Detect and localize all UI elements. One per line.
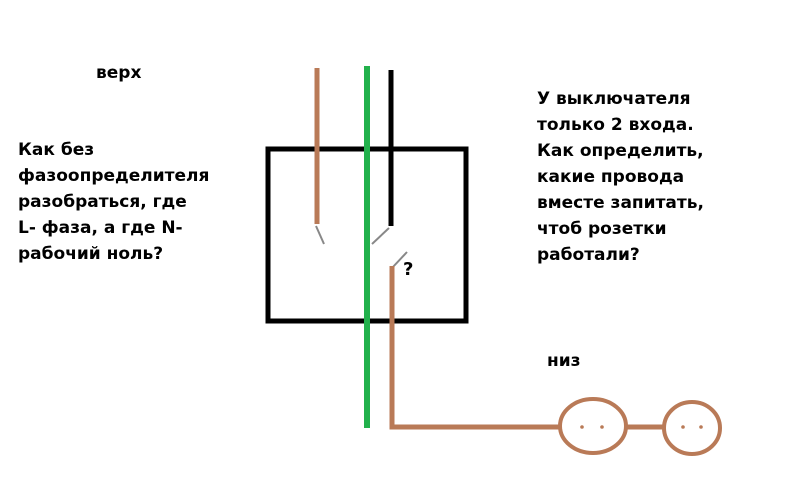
socket-1-hole-left (580, 425, 584, 429)
lower-contact (391, 251, 408, 269)
right-question-line: чтоб розетки (537, 219, 667, 239)
socket-2 (662, 400, 722, 456)
socket-1-hole-right (600, 425, 604, 429)
right-question-line: только 2 входа. (537, 115, 694, 135)
right-question-line: У выключателя (537, 89, 691, 109)
socket-2-hole-left (681, 425, 685, 429)
socket-2-hole-right (699, 425, 703, 429)
left-question-line: рабочий ноль? (18, 244, 164, 264)
right-question-line: вместе запитать, (537, 193, 704, 213)
left-question-line: L- фаза, а где N- (18, 218, 183, 238)
socket-1 (558, 397, 628, 455)
black-wire-contact (371, 227, 390, 245)
right-question-line: Как определить, (537, 141, 704, 161)
left-question-line: Как без (18, 140, 95, 160)
right-question-line: работали? (537, 245, 640, 265)
right-question-line: какие провода (537, 167, 685, 187)
left-question-line: разобраться, где (18, 192, 187, 212)
question-mark: ? (403, 259, 414, 280)
bottom-label: низ (547, 351, 581, 371)
left-question: Как без фазоопределителя разобраться, гд… (18, 137, 209, 267)
brown-wire-contact (315, 225, 325, 245)
top-label: верх (96, 63, 142, 83)
right-question: У выключателя только 2 входа. Как опреде… (537, 86, 704, 268)
left-question-line: фазоопределителя (18, 166, 210, 186)
brown-wire-bottom (389, 266, 560, 430)
